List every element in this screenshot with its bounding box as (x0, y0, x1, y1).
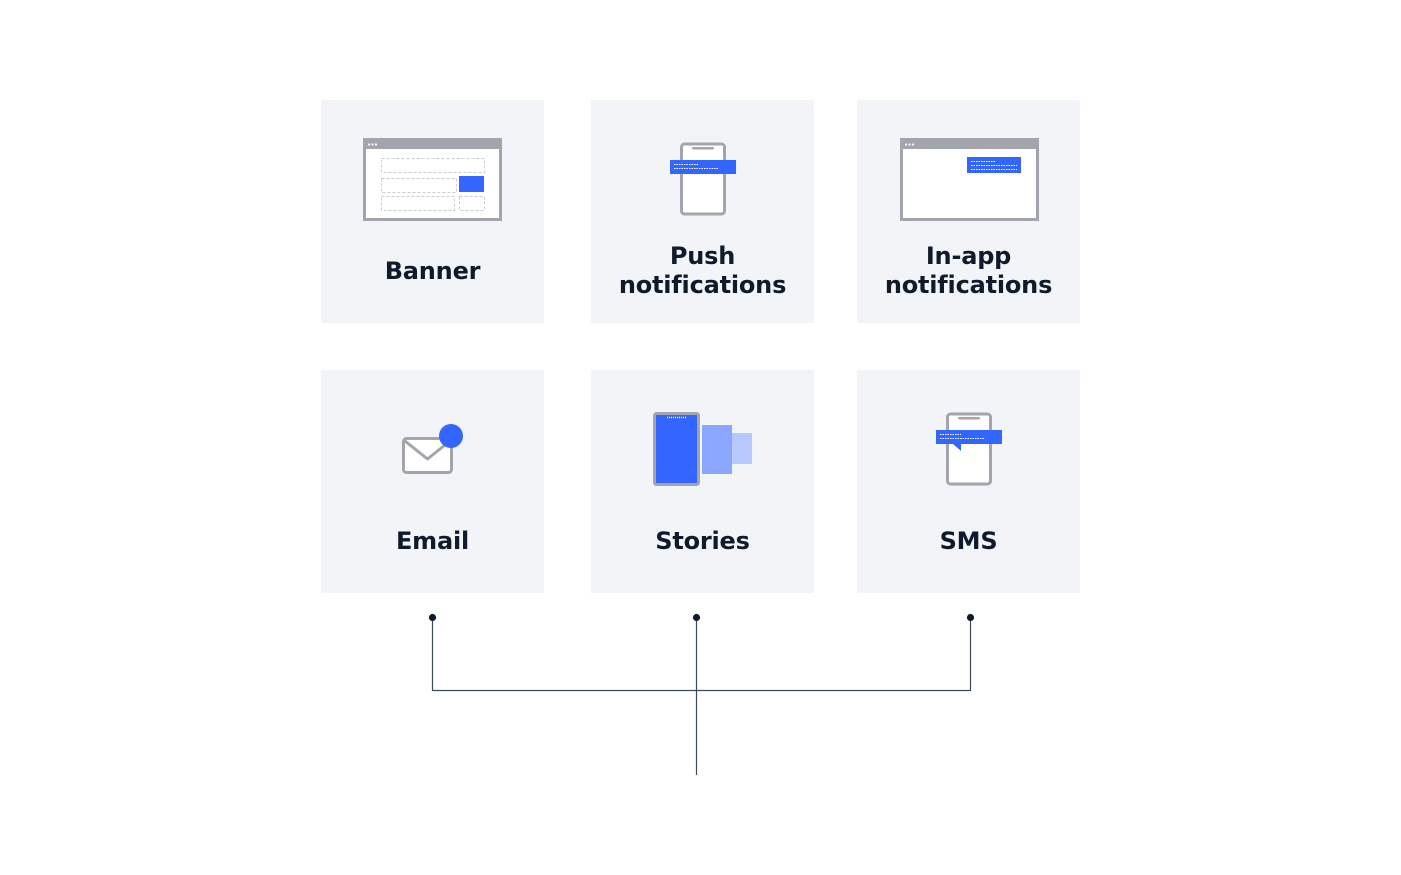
card-label-banner: Banner (384, 257, 481, 285)
card-stories[interactable]: Stories (591, 370, 814, 593)
browser-in-app-notification-icon (900, 138, 1039, 221)
stories-stack-icon (653, 412, 752, 486)
card-label-in-app-notifications: In-app notifications (884, 242, 1053, 299)
connector-dot-center (692, 613, 701, 622)
browser-banner-icon (363, 138, 502, 221)
phone-sms-bubble-icon (936, 412, 1002, 486)
card-label-email: Email (395, 527, 470, 555)
card-label-sms: SMS (939, 527, 998, 555)
card-email[interactable]: Email (321, 370, 544, 593)
card-push-notifications[interactable]: Push notifications (591, 100, 814, 323)
connector-dot-left (428, 613, 437, 622)
envelope-badge-icon (402, 424, 463, 474)
card-sms[interactable]: SMS (857, 370, 1080, 593)
card-label-stories: Stories (655, 527, 750, 555)
connector-dot-right (966, 613, 975, 622)
connector-branch-line (431, 617, 972, 692)
card-label-push-notifications: Push notifications (618, 242, 787, 299)
card-in-app-notifications[interactable]: In-app notifications (857, 100, 1080, 323)
card-banner[interactable]: Banner (321, 100, 544, 323)
phone-push-notification-icon (670, 142, 736, 216)
